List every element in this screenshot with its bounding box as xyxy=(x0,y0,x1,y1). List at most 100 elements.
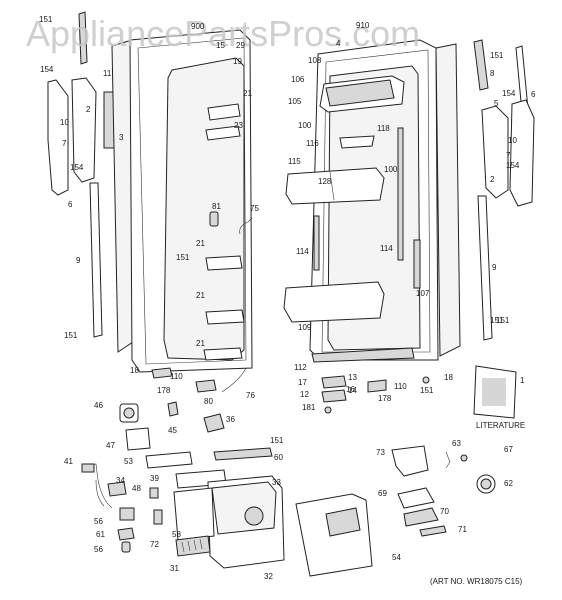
fresh-food-gasket-strip xyxy=(477,195,493,341)
actuator-70 xyxy=(403,507,439,527)
callout: 18 xyxy=(130,366,139,375)
callout-labels: 151 900 15 29 910 4 151 6 154 11 2 3 10 … xyxy=(39,15,536,581)
callout: 154 xyxy=(502,89,516,98)
callout: 9 xyxy=(492,263,497,272)
callout: 181 xyxy=(302,403,316,412)
door-wire-cord xyxy=(221,367,247,393)
freezer-door-gasket xyxy=(137,37,247,365)
callout: 62 xyxy=(504,479,513,488)
callout: 178 xyxy=(157,386,171,395)
callout: 47 xyxy=(106,441,115,450)
callout: 10 xyxy=(60,118,69,127)
callout: 21 xyxy=(196,239,205,248)
callout: 154 xyxy=(506,161,520,170)
callout: 107 xyxy=(416,289,430,298)
callout: 2 xyxy=(490,175,495,184)
callout: 61 xyxy=(96,530,105,539)
callout: 13 xyxy=(348,373,357,382)
callout: 69 xyxy=(378,489,387,498)
door-bin-divider xyxy=(329,171,335,201)
motor-ring-inner xyxy=(480,478,492,490)
callout: 110 xyxy=(394,382,407,391)
callout: 73 xyxy=(376,448,385,457)
footer-ref: (ART NO. WR18075 C15) xyxy=(430,577,523,586)
callout: 100 xyxy=(298,121,312,130)
callout: 4 xyxy=(336,39,341,48)
callout: 19 xyxy=(233,57,242,66)
door-wire xyxy=(239,217,253,235)
callout: 63 xyxy=(452,439,461,448)
butter-bin xyxy=(339,135,375,149)
door-bottom-shelf xyxy=(283,281,385,323)
fresh-food-hinge-bracket xyxy=(321,375,347,389)
freezer-door-trim-strip xyxy=(47,79,69,196)
fresh-food-top-trim xyxy=(473,39,489,91)
watermark: AppliancePartsPros.com xyxy=(26,13,420,54)
bracket-36 xyxy=(203,413,225,433)
callout: 15 xyxy=(216,41,225,50)
callout: 76 xyxy=(246,391,255,400)
callout: 36 xyxy=(226,415,235,424)
callout: 128 xyxy=(318,177,332,186)
freezer-door-shelf-4 xyxy=(205,309,245,325)
bottom-hinge-left xyxy=(151,367,173,379)
ice-chute-73 xyxy=(391,445,429,477)
freezer-door-shelf-1 xyxy=(207,103,241,121)
door-switch-part xyxy=(209,211,219,227)
callout: 6 xyxy=(68,200,73,209)
callout: 5 xyxy=(494,99,499,108)
callout: 151 xyxy=(490,51,504,60)
fresh-food-door-gasket xyxy=(321,49,431,353)
callout: 7 xyxy=(62,139,67,148)
callout: 114 xyxy=(296,247,309,256)
housing-47 xyxy=(125,427,151,451)
hinge-pin-left xyxy=(195,379,217,393)
callout: 12 xyxy=(300,390,309,399)
freezer-door-shelf-2 xyxy=(205,125,241,141)
callout: 151 xyxy=(39,15,53,24)
callout: 151 xyxy=(420,386,434,395)
callout: 29 xyxy=(236,41,245,50)
dispenser-frame-33 xyxy=(211,481,277,535)
callout: 72 xyxy=(150,540,159,549)
callout: 2 xyxy=(86,105,91,114)
fresh-food-outer-panel xyxy=(435,43,461,357)
callout: 21 xyxy=(243,89,252,98)
spring-63 xyxy=(445,451,451,469)
part-72 xyxy=(153,509,163,525)
callout: 53 xyxy=(124,457,133,466)
callout: 18 xyxy=(444,373,453,382)
callout: 48 xyxy=(132,484,141,493)
callout: 39 xyxy=(150,474,159,483)
door-bottom-strip xyxy=(311,347,415,363)
dispenser-opening xyxy=(244,506,264,526)
fresh-food-long-handle xyxy=(509,99,535,207)
screw-151-right xyxy=(422,376,430,384)
flapper-69 xyxy=(397,487,435,509)
callout: 1 xyxy=(520,376,525,385)
callout: 11 xyxy=(103,69,112,78)
callout: 10 xyxy=(508,136,517,145)
literature-lines xyxy=(482,378,506,406)
callout: 151 xyxy=(176,253,190,262)
callout: 106 xyxy=(291,75,305,84)
freezer-door-handle xyxy=(71,77,97,183)
callout: 910 xyxy=(356,21,370,30)
callout: 151 xyxy=(64,331,78,340)
callout: 67 xyxy=(504,445,513,454)
callout: 8 xyxy=(490,69,495,78)
callout: 56 xyxy=(94,545,103,554)
callout: 3 xyxy=(119,133,124,142)
callout: 154 xyxy=(70,163,84,172)
shelf-support-left xyxy=(313,215,320,271)
callout: 81 xyxy=(212,202,221,211)
callout: 14 xyxy=(348,386,357,395)
callout: 154 xyxy=(40,65,54,74)
switch-34 xyxy=(107,481,127,497)
part-48 xyxy=(149,487,159,499)
screw-181 xyxy=(324,406,332,414)
callout: 21 xyxy=(196,291,205,300)
dispenser-door-recess xyxy=(325,507,361,537)
callout: 33 xyxy=(272,478,281,487)
